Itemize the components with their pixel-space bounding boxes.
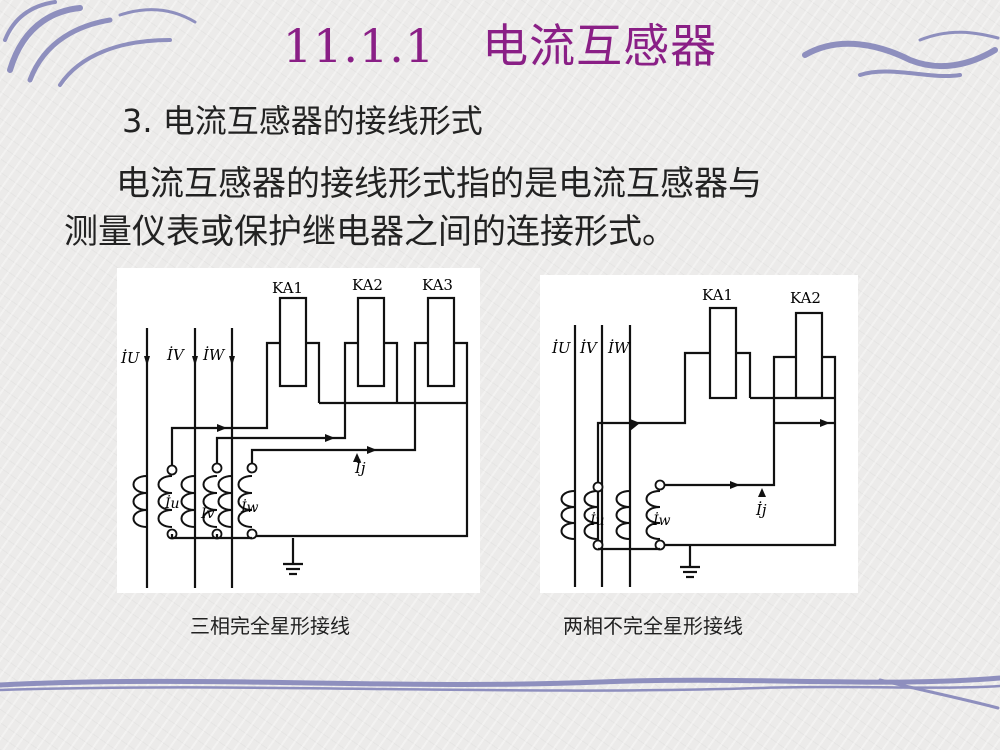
relay-ka2 xyxy=(356,296,386,388)
arrow-down-icon xyxy=(144,356,150,366)
relay-ka1 xyxy=(708,306,738,400)
line-current-label-w: İW xyxy=(607,339,631,357)
arrow-right-icon xyxy=(730,481,740,489)
paragraph-line-1: 电流互感器的接线形式指的是电流互感器与 xyxy=(116,164,762,204)
line-current-label-v: İV xyxy=(579,339,599,357)
ct-current-label-u: İu xyxy=(589,511,605,529)
ct-coil-v xyxy=(180,462,223,540)
three-phase-star-diagram: İU İV İW KA1 KA2 KA3 İj xyxy=(120,276,469,588)
relay-label-ka1: KA1 xyxy=(272,279,303,297)
ground-icon xyxy=(680,545,700,579)
arrow-right-icon xyxy=(367,446,377,454)
line-current-label-u: İU xyxy=(120,349,141,367)
two-phase-star-diagram: İU İV İW KA1 KA2 İj xyxy=(551,286,837,587)
two-phase-caption: 两相不完全星形接线 xyxy=(563,614,743,638)
arrow-right-icon xyxy=(217,424,227,432)
top-left-decoration xyxy=(3,0,197,87)
relay-ka3 xyxy=(426,296,456,388)
bottom-decoration xyxy=(0,675,1000,710)
arrow-down-icon xyxy=(192,356,198,366)
relay-label-ka1: KA1 xyxy=(702,286,733,304)
relay-label-ka3: KA3 xyxy=(422,276,453,294)
relay-ka2 xyxy=(794,311,824,400)
ct-current-label-w: İw xyxy=(652,511,671,529)
body-paragraph: 电流互感器的接线形式指的是电流互感器与 测量仪表或保护继电器之间的连接形式。 xyxy=(64,160,964,256)
arrow-down-icon xyxy=(229,356,235,366)
relay-label-ka2: KA2 xyxy=(790,289,821,307)
line-current-label-w: İW xyxy=(202,346,226,364)
ct-coil-u xyxy=(132,464,178,540)
paragraph-line-2: 测量仪表或保护继电器之间的连接形式。 xyxy=(64,212,676,252)
ct-current-label-w: İw xyxy=(240,498,259,516)
arrow-right-icon xyxy=(325,434,335,442)
three-phase-caption: 三相完全星形接线 xyxy=(190,614,350,638)
three-phase-diagram-panel: İU İV İW KA1 KA2 KA3 İj xyxy=(117,268,480,593)
arrow-up-icon xyxy=(758,488,766,497)
ct-coil-w xyxy=(217,462,258,540)
ct-coil-u xyxy=(560,481,604,551)
arrow-right-icon xyxy=(820,419,830,427)
ct-current-label-v: İv xyxy=(200,504,215,522)
section-subtitle: 3. 电流互感器的接线形式 xyxy=(122,102,483,140)
arrow-right-icon xyxy=(630,419,640,431)
two-phase-diagram-panel: İU İV İW KA1 KA2 İj xyxy=(540,275,858,593)
slide-title: 11.1.1 电流互感器 xyxy=(282,19,718,73)
return-current-label: İj xyxy=(354,459,366,477)
line-current-label-u: İU xyxy=(551,339,572,357)
top-right-decoration xyxy=(802,30,1000,79)
return-current-label: İj xyxy=(755,501,767,519)
relay-label-ka2: KA2 xyxy=(352,276,383,294)
relay-ka1 xyxy=(278,296,308,388)
arrow-up-icon xyxy=(353,453,361,462)
line-current-label-v: İV xyxy=(166,346,186,364)
ct-current-label-u: İu xyxy=(164,494,180,512)
ground-icon xyxy=(283,538,303,576)
